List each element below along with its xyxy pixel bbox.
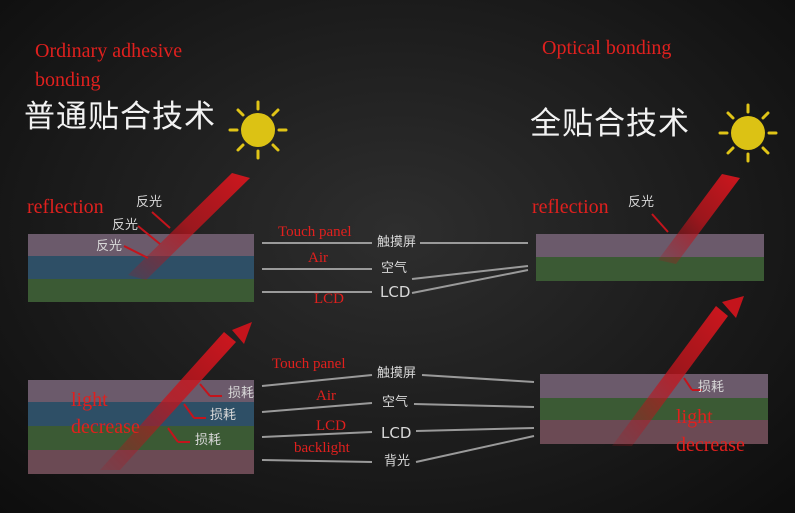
- bottom-left-touch-layer: [28, 380, 254, 402]
- left-reflection-label: reflection: [27, 196, 104, 218]
- top-lcd-en: LCD: [314, 291, 344, 307]
- bottom-lcd-zh: LCD: [381, 424, 412, 442]
- left-title-zh: 普通贴合技术: [24, 99, 216, 135]
- bottom-touch-panel-en: Touch panel: [272, 356, 346, 372]
- right-title-zh: 全贴合技术: [530, 106, 690, 142]
- light-arrow-icon: [128, 173, 250, 280]
- top-left-lcd-layer: [28, 279, 254, 302]
- bottom-left-air-layer: [28, 402, 254, 426]
- bottom-right-backlight-layer: [540, 420, 768, 444]
- right-light-decrease-label-1: light: [676, 406, 713, 428]
- top-left-touch-layer: [28, 234, 254, 256]
- reflection-arrow-top-right: [651, 213, 669, 233]
- connector-bottom-touch-left: [261, 374, 373, 387]
- loss-arrows-bottom-left: [167, 383, 222, 443]
- light-arrow-icon: [612, 296, 744, 446]
- reflection-arrows-top-left: [123, 211, 171, 259]
- connector-bottom-air-left: [261, 402, 373, 413]
- left-title-en-line: Ordinary adhesive bonding: [35, 37, 215, 95]
- left-loss-zh-3: 损耗: [195, 433, 222, 448]
- top-air-zh: 空气: [381, 261, 408, 276]
- light-arrow-icon: [658, 174, 740, 264]
- connector-top-air-right: [411, 265, 529, 280]
- bottom-air-zh: 空气: [382, 395, 409, 410]
- connector-bottom-backlight-right: [415, 435, 535, 463]
- bottom-touch-panel-zh: 触摸屏: [377, 366, 417, 381]
- light-arrow-icon: [100, 322, 252, 470]
- top-right-layer-stack: [536, 234, 764, 281]
- connector-top-lcd-right: [411, 269, 529, 294]
- bottom-backlight-zh: 背光: [384, 454, 411, 469]
- connector-bottom-lcd-left: [261, 431, 373, 438]
- right-loss-zh: 损耗: [698, 380, 725, 395]
- bottom-lcd-en: LCD: [316, 418, 346, 434]
- left-reflection-zh-1: 反光: [136, 195, 163, 210]
- connector-bottom-backlight-left: [261, 459, 373, 463]
- left-loss-zh-1: 损耗: [228, 386, 255, 401]
- connector-bottom-air-right: [413, 403, 535, 408]
- right-title-en: Optical bonding: [542, 37, 672, 59]
- bottom-left-backlight-layer: [28, 450, 254, 474]
- left-title-en: Ordinary adhesive bonding: [35, 40, 183, 91]
- top-lcd-zh: LCD: [380, 283, 411, 301]
- left-reflection-zh-2: 反光: [112, 218, 139, 233]
- top-right-lcd-layer: [536, 257, 764, 281]
- sun-icon: [718, 103, 778, 163]
- top-touch-panel-en: Touch panel: [278, 224, 352, 240]
- left-reflection-zh-3: 反光: [96, 239, 123, 254]
- loss-arrows-bottom-right: [683, 377, 702, 391]
- sun-icon: [228, 100, 288, 160]
- left-loss-zh-2: 损耗: [210, 408, 237, 423]
- top-air-en: Air: [308, 250, 328, 266]
- connector-bottom-lcd-right: [415, 427, 535, 432]
- bottom-right-layer-stack: [540, 374, 768, 444]
- top-touch-panel-zh: 触摸屏: [377, 235, 417, 250]
- left-light-decrease-label-2: decrease: [71, 416, 140, 438]
- right-reflection-label: reflection: [532, 196, 609, 218]
- right-reflection-zh: 反光: [628, 195, 655, 210]
- top-right-touch-layer: [536, 234, 764, 257]
- right-light-decrease-label-2: decrease: [676, 434, 745, 456]
- bottom-air-en: Air: [316, 388, 336, 404]
- connector-lines: [261, 242, 535, 463]
- left-light-decrease-label-1: light: [71, 389, 108, 411]
- connector-bottom-touch-right: [421, 374, 535, 383]
- bottom-backlight-en: backlight: [294, 440, 350, 456]
